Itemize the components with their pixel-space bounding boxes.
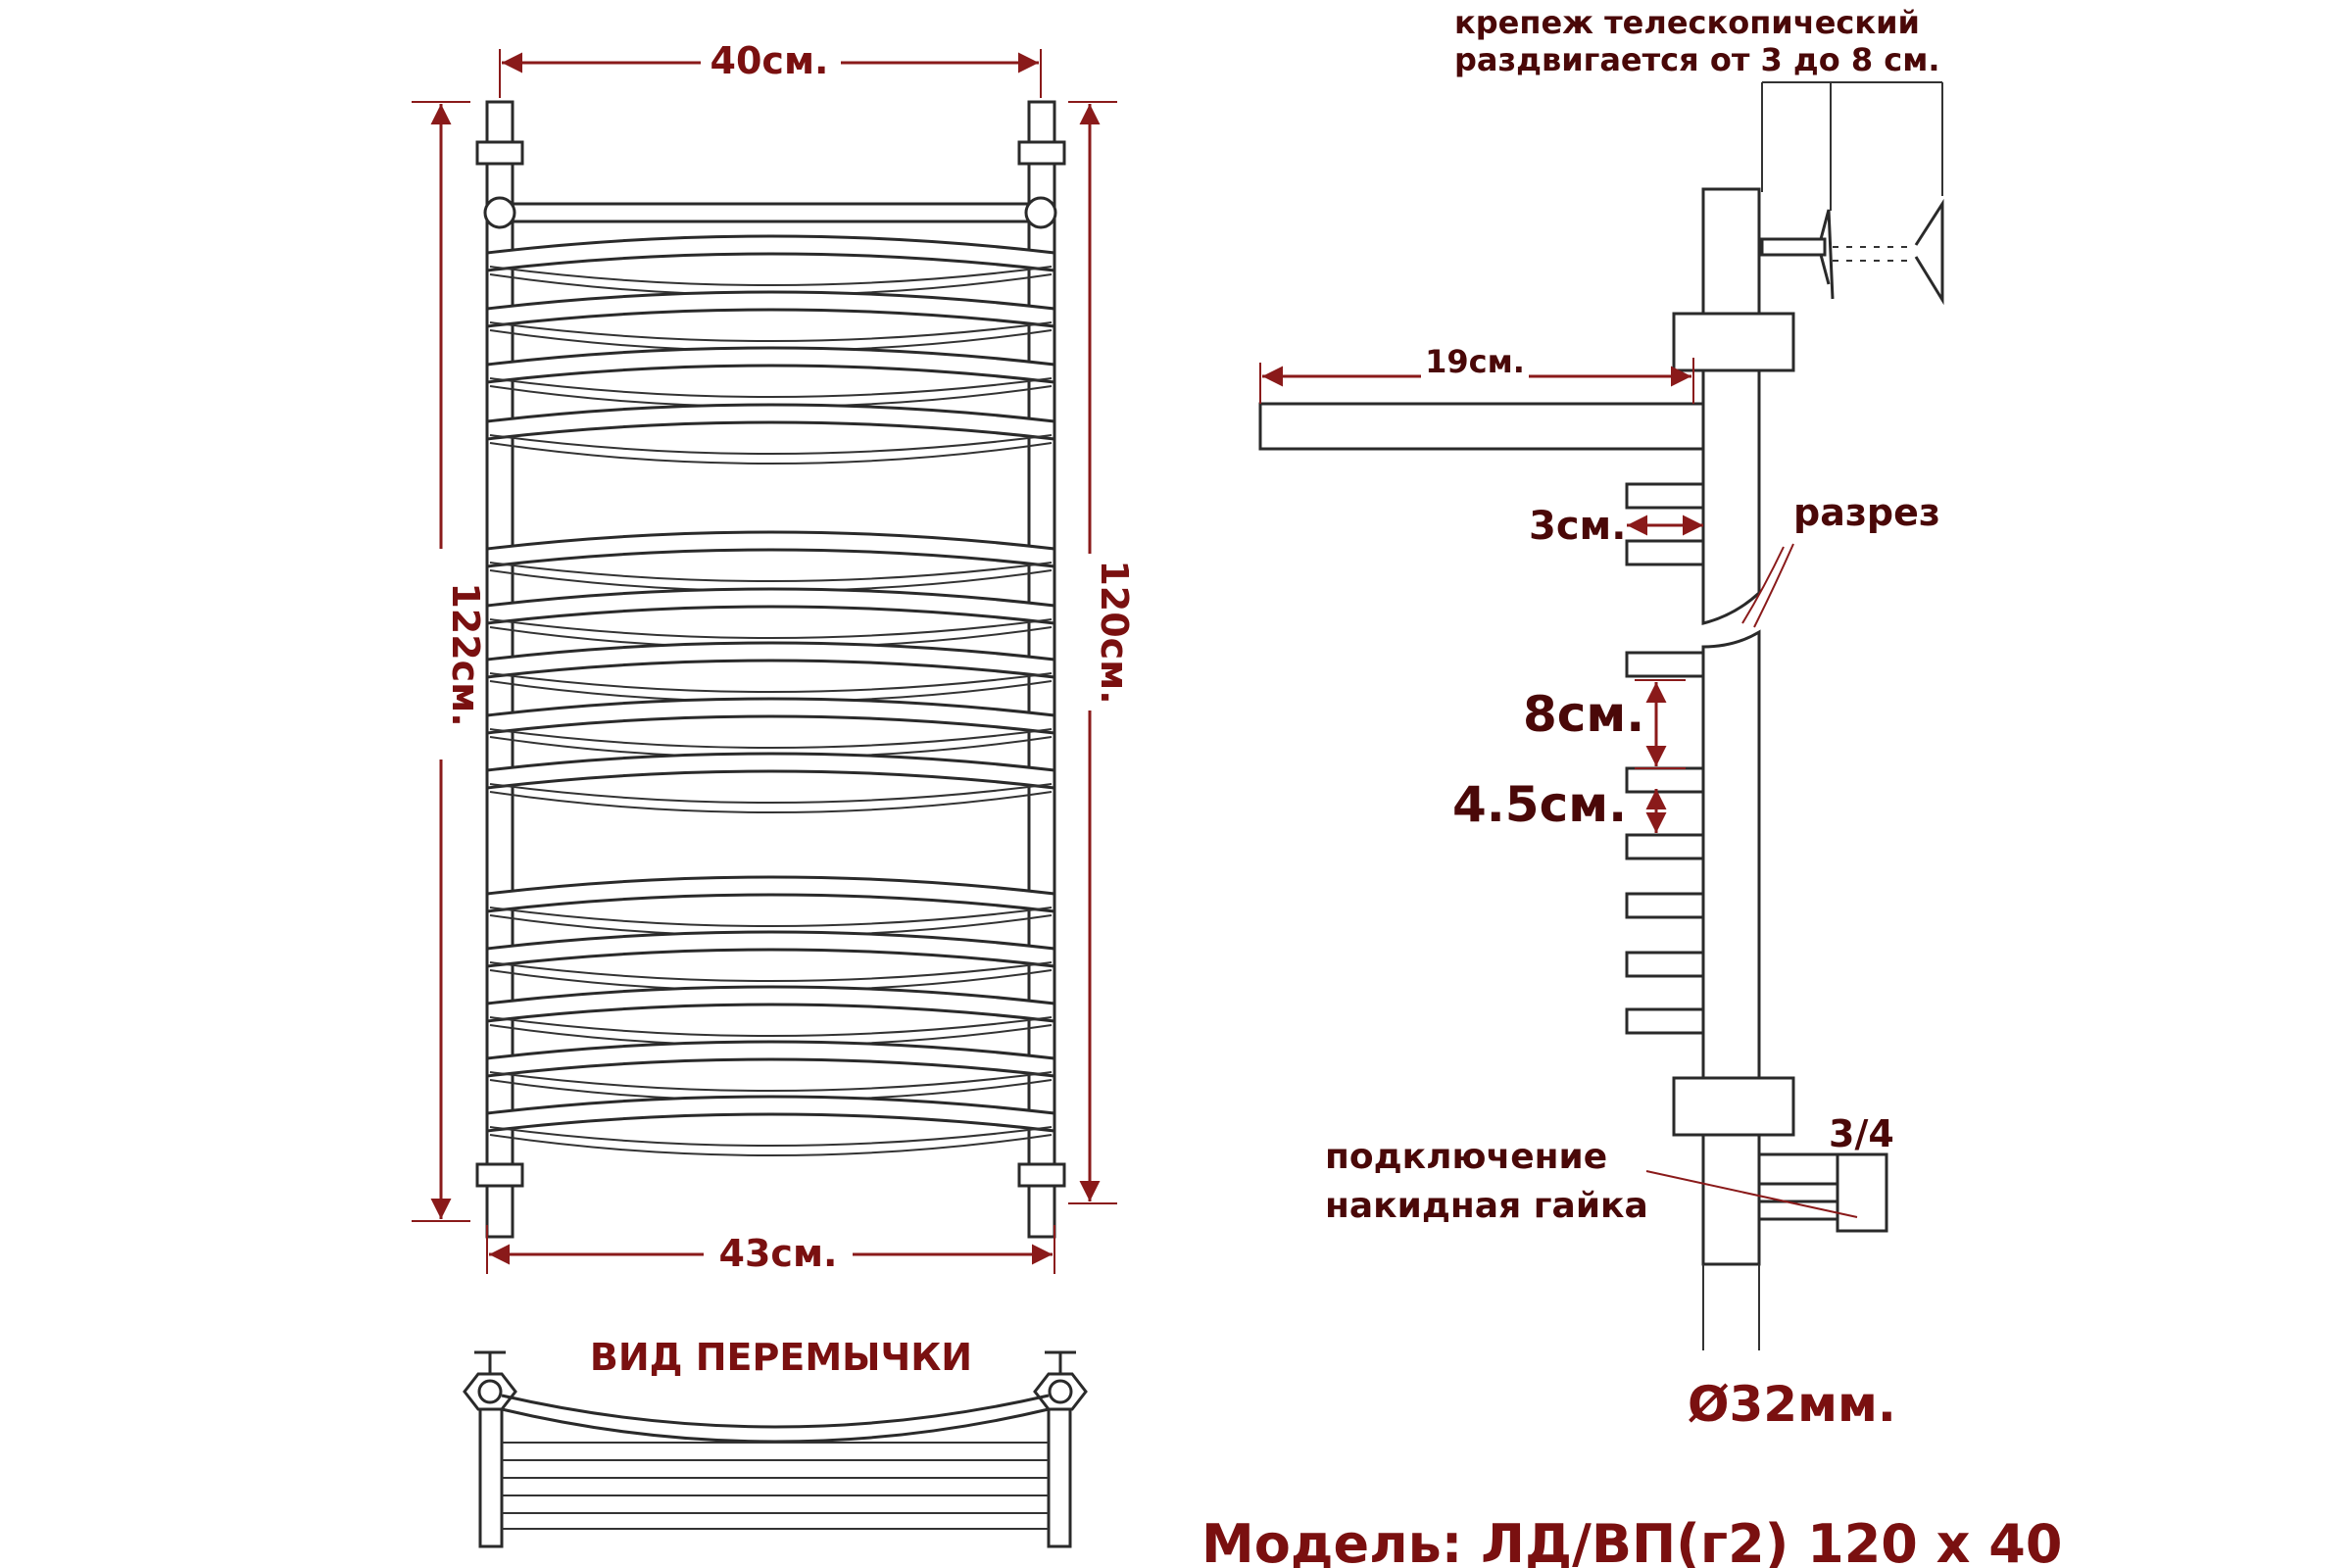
jumper-arc-outer xyxy=(501,1394,1050,1429)
connection-nut xyxy=(1836,1152,1888,1233)
side-rung-stub xyxy=(1625,892,1705,919)
front-rung xyxy=(485,875,1056,937)
right-top-ball xyxy=(1024,196,1057,229)
lower-clamp xyxy=(1672,1076,1795,1137)
side-rungs xyxy=(1625,482,1705,1035)
jumper-view: ВИД ПЕРЕМЫЧКИ xyxy=(463,1336,1088,1548)
front-rung xyxy=(485,1095,1056,1156)
connection-label-line1: подключение xyxy=(1325,1137,1607,1177)
right-top-nut xyxy=(1017,140,1066,166)
connection-pipe xyxy=(1757,1152,1839,1186)
wall-mount-cone-inner xyxy=(1819,254,1831,285)
side-rung-stub xyxy=(1625,539,1705,566)
spacing-large-label: 8см. xyxy=(1523,686,1644,743)
front-rung xyxy=(485,985,1056,1047)
connection-tail xyxy=(1757,1200,1839,1221)
model-label: Модель: ЛД/ВП(г2) 120 х 40 xyxy=(1201,1513,2062,1568)
side-main-pipe-lower xyxy=(1701,629,1761,1266)
front-rung xyxy=(485,234,1056,296)
front-rung xyxy=(485,752,1056,813)
rung-length-label: 3см. xyxy=(1529,504,1626,549)
wall-mount-rod xyxy=(1760,237,1827,257)
jumper-view-title: ВИД ПЕРЕМЫЧКИ xyxy=(590,1336,972,1379)
jumper-right-post xyxy=(1047,1388,1072,1548)
side-rung-stub xyxy=(1625,482,1705,510)
front-rung xyxy=(485,641,1056,703)
thread-size-label: 3/4 xyxy=(1829,1112,1894,1155)
mount-note-line1: крепеж телескопический xyxy=(1454,4,1920,41)
jumper-left-ball xyxy=(477,1379,503,1404)
spacing-small-label: 4.5см. xyxy=(1452,776,1627,833)
connection-leader xyxy=(1645,1170,1858,1218)
section-leader-2 xyxy=(1741,546,1785,624)
right-height-label: 120см. xyxy=(1093,560,1136,704)
front-rungs xyxy=(485,234,1056,1156)
section-label: разрез xyxy=(1793,491,1940,534)
right-bottom-nut xyxy=(1017,1162,1066,1188)
bottom-width-label: 43см. xyxy=(719,1232,838,1275)
mount-note-line2: раздвигается от 3 до 8 см. xyxy=(1454,41,1940,78)
shelf-bar xyxy=(1258,402,1705,451)
front-rung xyxy=(485,530,1056,592)
jumper-left-post xyxy=(478,1388,504,1548)
left-top-nut xyxy=(475,140,524,166)
front-rung xyxy=(485,587,1056,649)
front-rung xyxy=(485,403,1056,465)
upper-clamp xyxy=(1672,312,1795,372)
side-view: крепеж телескопический раздвигается от 3… xyxy=(1258,4,1944,1433)
top-width-label: 40см. xyxy=(710,39,829,82)
front-rung xyxy=(485,290,1056,352)
side-rung-stub xyxy=(1625,833,1705,860)
left-top-ball xyxy=(483,196,516,229)
side-rung-stub xyxy=(1625,951,1705,978)
side-rung-stub xyxy=(1625,1007,1705,1035)
front-rung xyxy=(485,930,1056,992)
shelf-depth-label: 19см. xyxy=(1425,343,1525,380)
pipe-diameter-label: Ø32мм. xyxy=(1688,1376,1896,1433)
front-view: 40см. 122см. 120см. 43см. xyxy=(412,39,1136,1275)
side-rung-stub xyxy=(1625,766,1705,794)
top-crossbar xyxy=(498,202,1043,223)
connection-label-line2: накидная гайка xyxy=(1325,1186,1648,1226)
wall-mount-cone-left xyxy=(1819,209,1835,300)
front-rung xyxy=(485,1040,1056,1102)
wall-mount-cone-right xyxy=(1914,198,1944,306)
front-rung xyxy=(485,697,1056,759)
left-bottom-nut xyxy=(475,1162,524,1188)
front-rung xyxy=(485,346,1056,408)
left-height-label: 122см. xyxy=(444,582,487,726)
section-leader xyxy=(1753,543,1794,628)
jumper-right-ball xyxy=(1048,1379,1073,1404)
jumper-rungs xyxy=(502,1442,1049,1530)
side-rung-stub xyxy=(1625,651,1705,678)
side-main-pipe-upper xyxy=(1701,187,1761,625)
